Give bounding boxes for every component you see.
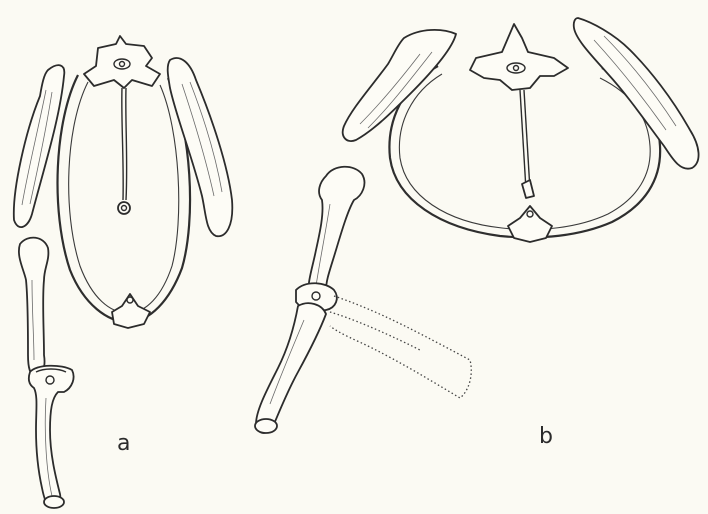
- panel-a-sternal-cord: [118, 88, 130, 214]
- panel-a-sternum: [112, 294, 150, 328]
- panel-b-left-scapula: [343, 30, 456, 141]
- panel-a-left-scapula: [14, 65, 65, 227]
- panel-label-b: b: [539, 424, 553, 449]
- panel-a-rib-ring: [58, 75, 191, 322]
- panel-b-right-scapula: [574, 18, 699, 169]
- panel-b-sternum: [508, 206, 552, 242]
- panel-a-right-scapula: [168, 58, 233, 236]
- panel-b-humerus: [309, 167, 365, 298]
- panel-a-vertebra: [84, 36, 160, 88]
- panel-b-sternal-cord: [520, 90, 534, 198]
- panel-label-a: a: [117, 431, 130, 456]
- panel-b-dotted-forearm: [330, 296, 471, 398]
- panel-a-humerus: [19, 238, 49, 376]
- panel-b-forearm: [255, 303, 326, 433]
- panel-b-vertebra: [470, 24, 568, 90]
- panel-a-radius-ulna: [29, 366, 74, 508]
- panel-b-drawing: [255, 18, 699, 433]
